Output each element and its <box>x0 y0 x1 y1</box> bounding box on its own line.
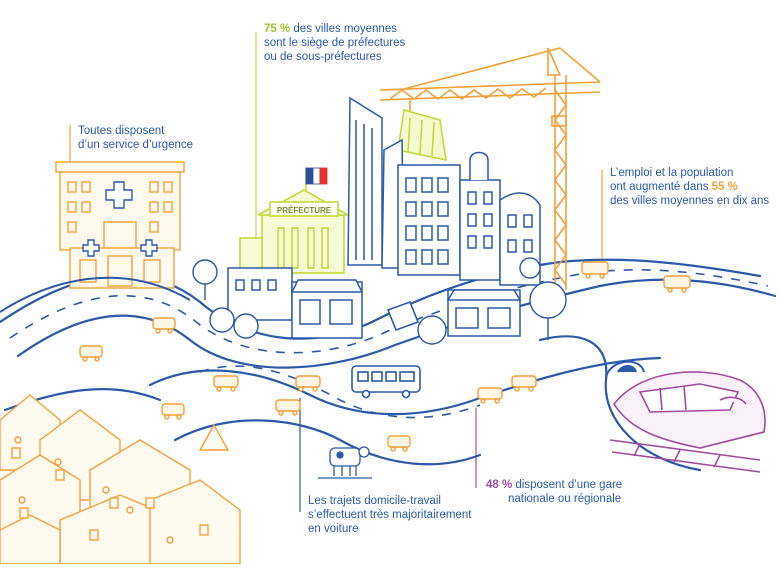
gare-percentage: 48 % <box>486 479 513 491</box>
road-mid-edge <box>16 278 777 369</box>
urgence-text-1: Toutes disposent <box>78 125 165 137</box>
leader-lines <box>69 32 603 512</box>
bus-icon <box>351 365 421 399</box>
trajets-text-1: Les trajets domicile-travail <box>308 495 441 507</box>
hospital-cross-icon <box>82 181 158 257</box>
emploi-text-1: L’emploi et la population <box>610 167 734 179</box>
car-icon <box>152 317 176 334</box>
cow-icon <box>318 446 372 479</box>
road-bottom-edge <box>173 419 482 466</box>
car-icon <box>79 345 103 362</box>
emploi-text-2: ont augmenté dans <box>610 181 712 193</box>
car-icon <box>213 375 239 392</box>
car-icon <box>295 375 321 392</box>
train-icon <box>609 371 766 473</box>
callout-prefectures: 75 % des villes moyennes sont le siège d… <box>264 22 405 64</box>
hospital-icon <box>55 161 185 289</box>
french-flag-icon <box>305 167 328 185</box>
callout-gare: 48 % disposent d’une gare nationale ou r… <box>486 478 622 506</box>
prefectures-text-2: sont le siège de préfectures <box>264 37 406 49</box>
trajets-text-2: s’effectuent très majoritairement <box>308 509 472 521</box>
prefectures-percentage: 75 % <box>264 23 291 35</box>
prefectures-text-1: des villes moyennes <box>290 23 397 35</box>
prefectures-text-3: ou de sous-préfectures <box>264 51 382 63</box>
city-buildings <box>227 96 541 339</box>
car-icon <box>511 375 537 392</box>
prefecture-icon: PRÉFECTURE <box>239 168 352 275</box>
road-right-curve <box>538 335 702 472</box>
gare-text-2: nationale ou régionale <box>508 493 622 505</box>
tunnel-icon <box>605 360 645 381</box>
car-icon <box>275 399 301 416</box>
urgence-text-2: d’un service d’urgence <box>78 139 194 151</box>
glass-tower <box>397 108 447 162</box>
cars <box>79 261 691 452</box>
crane-icon <box>379 47 601 290</box>
trees <box>192 257 567 345</box>
road-low-edge <box>148 356 662 416</box>
car-icon <box>477 387 503 404</box>
emploi-text-3: des villes moyennes en dix ans <box>610 195 770 207</box>
callout-emploi: L’emploi et la population ont augmenté d… <box>610 166 769 208</box>
trajets-text-3: en voiture <box>308 523 359 535</box>
car-icon <box>663 275 691 293</box>
hills <box>0 276 191 313</box>
car-icon <box>387 435 411 452</box>
prefecture-sign: PRÉFECTURE <box>277 206 332 215</box>
old-town-icon <box>0 394 241 565</box>
gare-text-1: disposent d’une gare <box>512 479 623 491</box>
car-icon <box>161 403 185 420</box>
van-icon <box>386 300 420 332</box>
emploi-percentage: 55 % <box>711 181 738 193</box>
car-icon <box>581 261 609 279</box>
road-dashes <box>9 269 769 419</box>
callout-trajets: Les trajets domicile-travail s’effectuen… <box>308 494 471 536</box>
callout-urgence: Toutes disposent d’un service d’urgence <box>78 124 193 152</box>
